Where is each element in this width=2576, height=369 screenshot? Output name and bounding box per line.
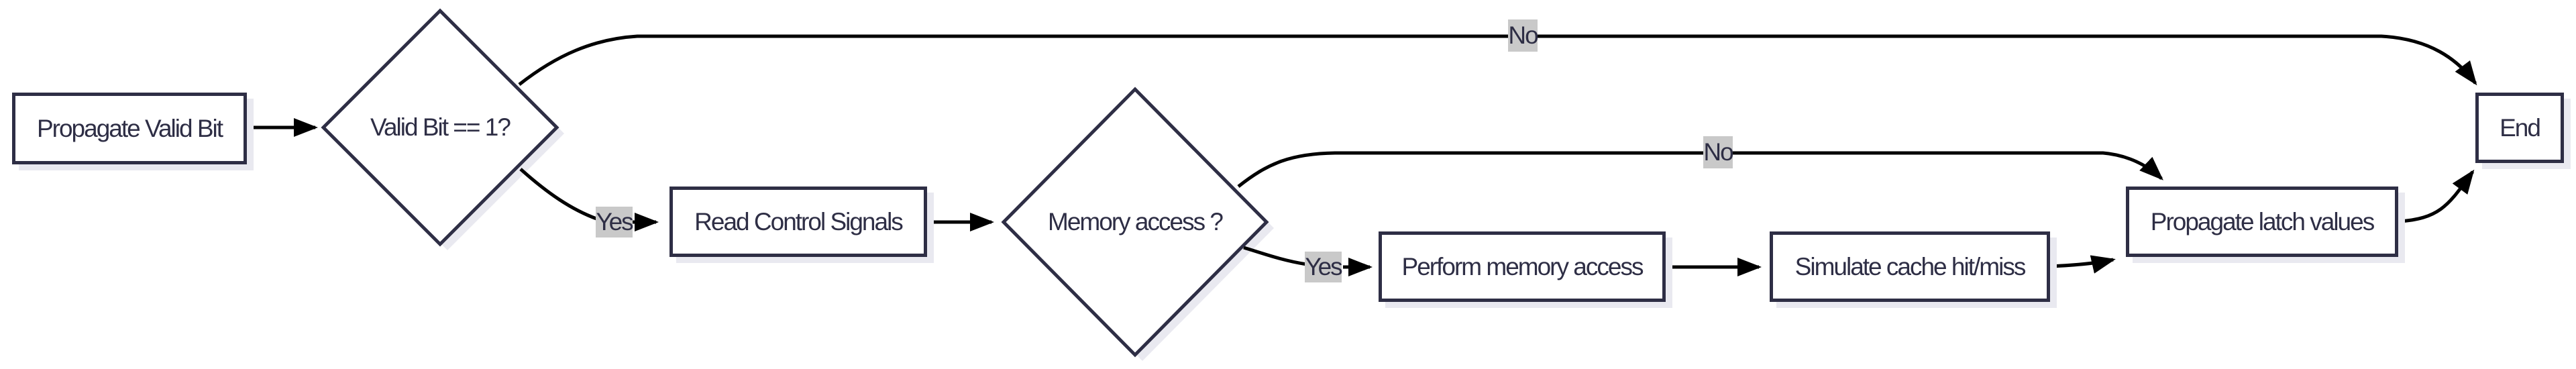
node-end: End [2475,93,2564,163]
edge-memory-check-no-to-latch [1237,151,2163,188]
edge-valid-check-yes-line [519,168,599,221]
edge-latch-to-end [2398,169,2475,223]
node-propagate-latch-values: Propagate latch values [2126,187,2398,257]
edge-label-no-valid-bit: No [1508,19,1539,52]
edge-simulate-to-latch [2049,255,2116,274]
decision-valid-bit-shape [321,8,559,247]
node-simulate-cache-hit-miss: Simulate cache hit/miss [1770,231,2050,302]
edge-valid-check-no-to-end [518,34,2477,86]
node-read-control-signals: Read Control Signals [669,187,927,257]
node-valid-bit-check: Valid Bit == 1? [370,113,511,141]
decision-memory-access-shape [1001,87,1269,358]
edge-label-yes-valid-bit: Yes [596,207,634,238]
edge-label-yes-memory-access: Yes [1305,252,1343,282]
node-perform-memory-access: Perform memory access [1379,231,1666,302]
node-propagate-valid-bit: Propagate Valid Bit [12,93,247,164]
edge-label-no-memory-access: No [1703,136,1734,168]
node-memory-access-check: Memory access ? [1048,208,1224,235]
edge-memory-check-yes-line [1243,246,1307,266]
